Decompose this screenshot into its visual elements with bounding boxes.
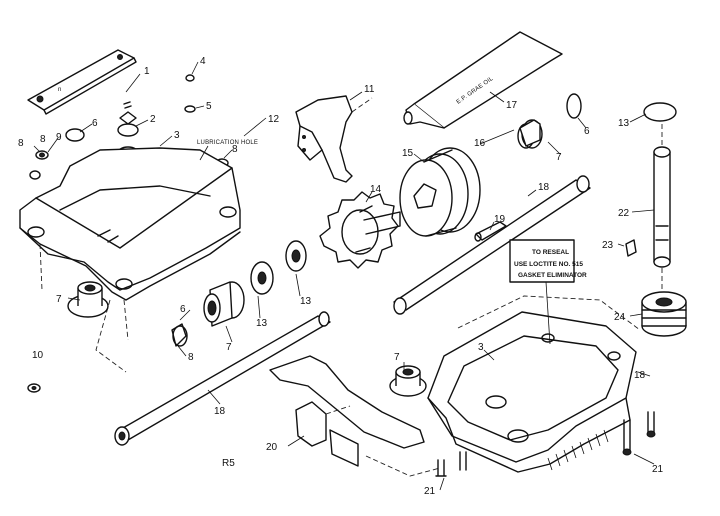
callout-19: 19 [494,214,506,225]
leader-lines [33,61,655,491]
bushing-icon [389,365,427,397]
reseal-line-2: USE LOCTITE NO. 515 [514,261,583,268]
callout-1: 1 [144,66,150,77]
callout-8a: 8 [18,138,24,149]
reseal-note [509,239,575,345]
washer-icon [27,383,41,393]
callout-7a: 7 [556,152,562,163]
callout-22: 22 [618,208,630,219]
callout-13c: 13 [300,296,312,307]
grease-tube-icon [403,31,563,129]
washer-icon [517,93,582,149]
callout-21a: 21 [424,486,436,497]
callout-3a: 3 [174,130,180,141]
callout-18c: 18 [634,370,646,381]
bushing-icon [67,281,109,318]
callout-14: 14 [370,184,382,195]
figure-code: R5 [222,458,235,469]
callout-18b: 18 [214,406,226,417]
washer-icon [171,323,188,347]
lubrication-hole-label: LUBRICATION HOLE [197,140,258,146]
bushing-icon [641,291,687,337]
drive-shaft-icon [393,175,591,315]
callout-5: 5 [206,101,212,112]
bracket-icon [269,355,441,477]
pinion-gear-icon [319,191,401,269]
bushing-icon [203,281,245,327]
callout-12: 12 [268,114,280,125]
callout-8c: 8 [232,144,238,155]
callout-18a: 18 [538,182,550,193]
gear-housing-upper-icon [19,147,241,373]
callout-16: 16 [474,138,486,149]
callout-17: 17 [506,100,518,111]
cover-plate-icon [27,49,137,115]
callout-2: 2 [150,114,156,125]
screw-icon [435,411,656,477]
callout-3b: 3 [478,342,484,353]
callout-23: 23 [602,240,614,251]
gear-housing-lower-icon [427,295,641,473]
callout-24: 24 [614,312,626,323]
callout-13b: 13 [256,318,268,329]
callout-6c: 6 [180,304,186,315]
callout-6b: 6 [584,126,590,137]
callout-15: 15 [402,148,414,159]
callout-20: 20 [266,442,278,453]
callout-7b: 7 [56,294,62,305]
callout-4: 4 [200,56,206,67]
washer-icon [29,74,229,180]
washer-hole [31,386,37,390]
callout-7c: 7 [226,342,232,353]
callout-7d: 7 [394,352,400,363]
callout-8b: 8 [40,134,46,145]
washer-icon [250,240,307,295]
drive-shaft-icon [643,102,677,290]
callout-21b: 21 [652,464,664,475]
reseal-line-1: TO RESEAL [532,249,569,256]
yoke-bracket-icon [295,95,373,183]
callout-numbers: 1 2 3 4 5 6 8 9 8 8 12 11 17 15 16 6 7 1… [18,56,664,497]
callout-9: 9 [56,132,62,143]
callout-13a: 13 [618,118,630,129]
plate-mark: n [58,87,62,93]
key-icon [625,239,637,257]
callout-11: 11 [364,84,375,95]
callout-10: 10 [32,350,44,361]
callout-8d: 8 [188,352,194,363]
reseal-line-3: GASKET ELIMINATOR [518,272,587,279]
callout-6a: 6 [92,118,98,129]
axle-shaft-icon [114,311,331,446]
worm-gear-icon [399,147,481,237]
